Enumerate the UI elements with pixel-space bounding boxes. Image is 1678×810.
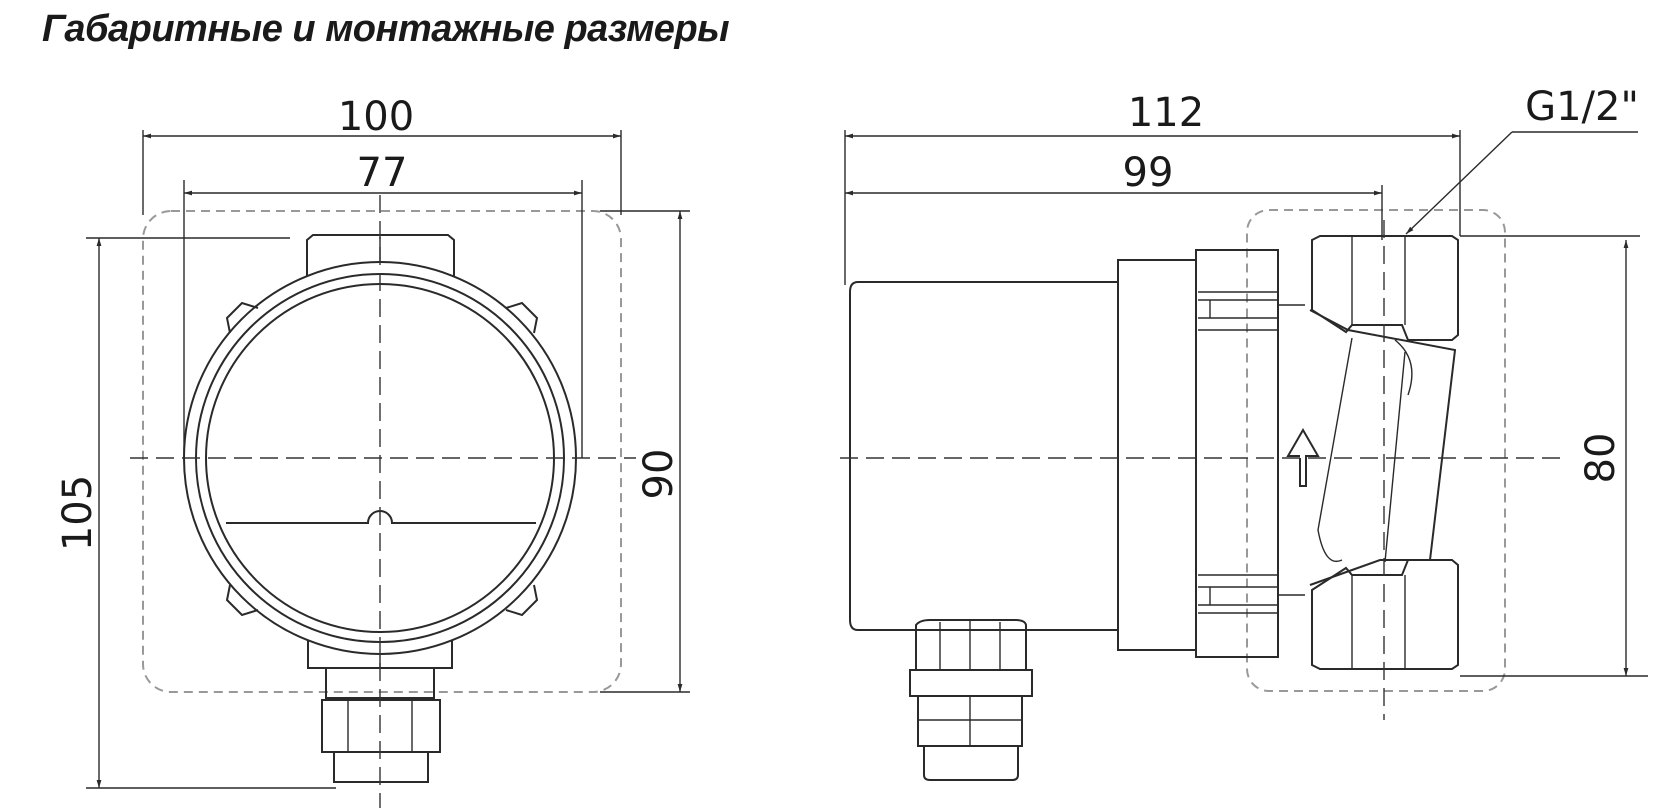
- dim-90-label: 90: [636, 449, 682, 500]
- side-envelope: [1246, 209, 1506, 692]
- dim-99-label: 99: [1123, 150, 1174, 196]
- front-cable-gland: [321, 699, 441, 753]
- side-view: [840, 209, 1560, 781]
- flow-direction-arrow: [1286, 427, 1320, 487]
- dim-100-label: 100: [338, 94, 414, 140]
- front-envelope: [142, 210, 622, 693]
- side-top-union-nut: [1311, 235, 1459, 341]
- dim-77-label: 77: [357, 150, 408, 196]
- front-dimensions: 100 77 105 90: [55, 94, 690, 789]
- page-title: Габаритные и монтажные размеры: [42, 8, 730, 50]
- side-flange: [1117, 259, 1197, 651]
- dim-80-label: 80: [1578, 433, 1624, 484]
- side-volute: [1309, 309, 1457, 586]
- dim-112-label: 112: [1128, 90, 1204, 136]
- dim-105-label: 105: [55, 475, 101, 551]
- front-display-line: [226, 510, 536, 524]
- side-motor-body: [849, 281, 1118, 631]
- side-bottom-union-nut: [1311, 559, 1459, 670]
- side-pump-head: [1195, 249, 1279, 658]
- side-cable-gland: [915, 619, 1027, 670]
- thread-size-label: G1/2": [1525, 84, 1639, 130]
- front-view: [130, 195, 636, 808]
- side-dimensions: 112 99 80 G1/2": [844, 84, 1648, 677]
